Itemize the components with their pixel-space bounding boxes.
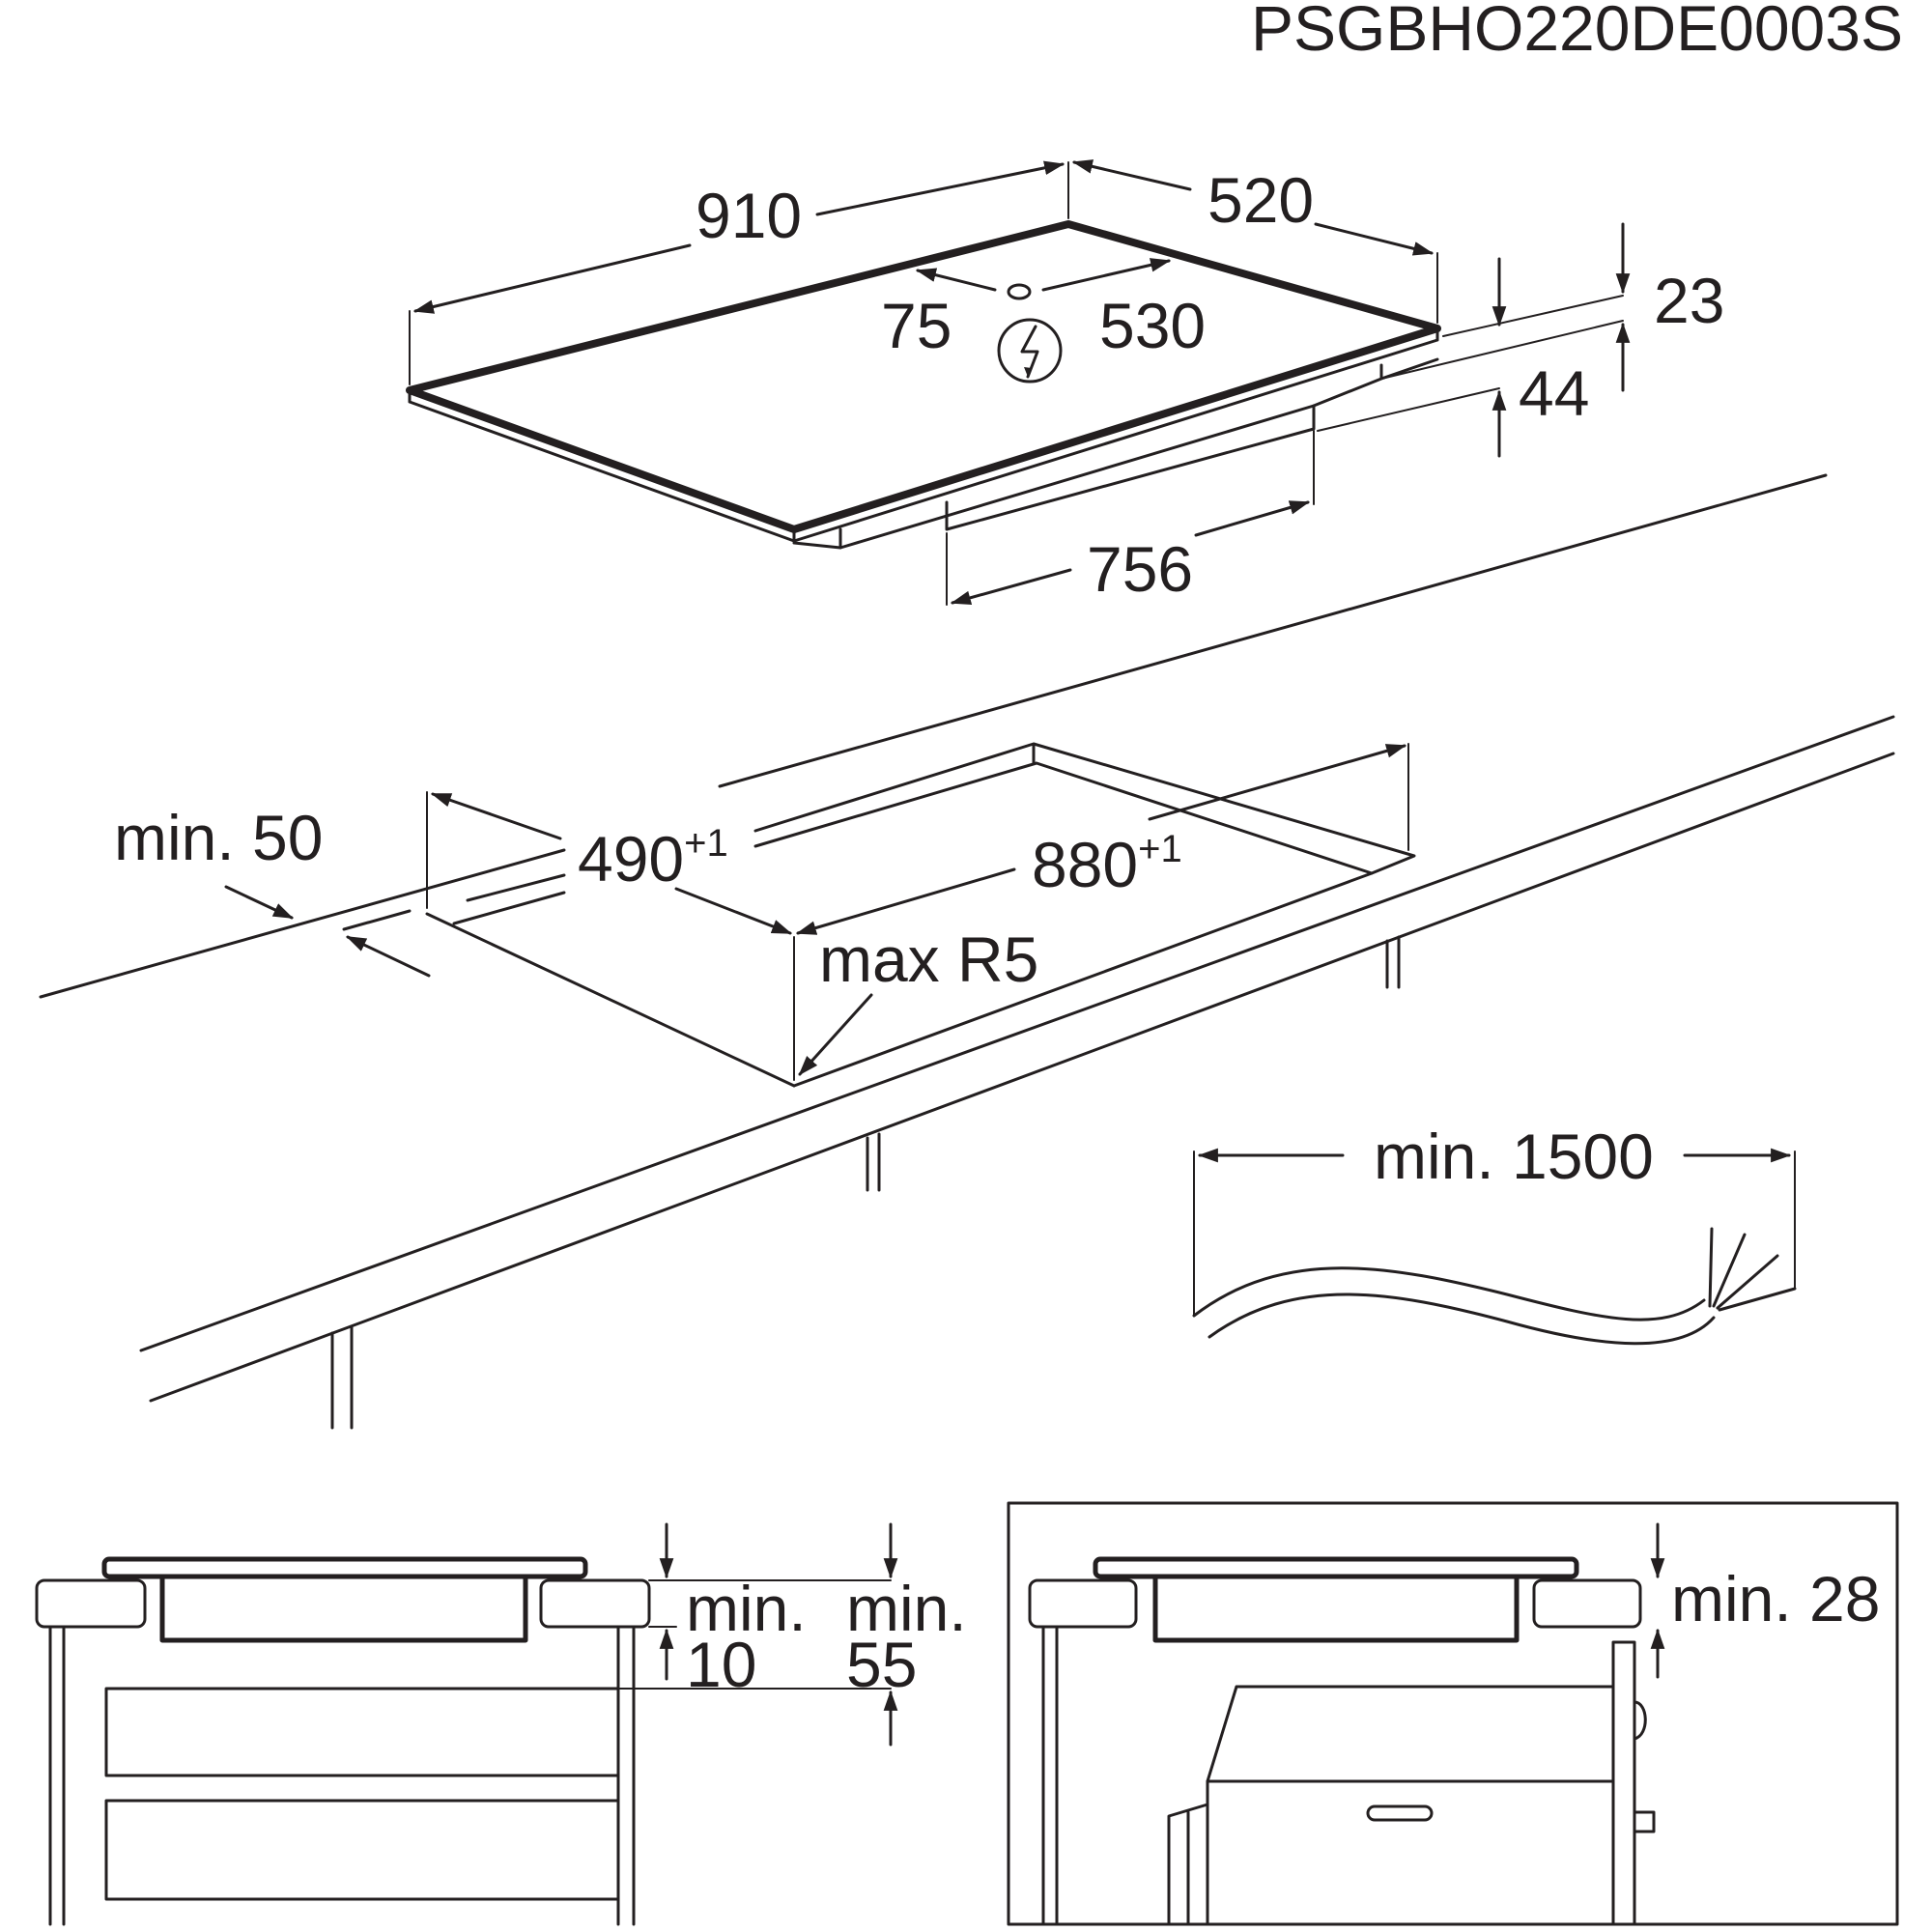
section-a-hob-body [159,1578,528,1643]
section-b-oven-door [1167,1803,1209,1926]
dim-connection-530: 530 [1099,290,1206,361]
worktop-back-edge [718,473,1828,788]
dim-arrow-r5 [798,993,873,1076]
section-b-gap-label: min. 28 [1671,1563,1880,1634]
section-a-worktop-right [539,1578,651,1629]
dim-height-44: 44 [1519,357,1589,429]
cutout-left-edge [425,912,796,1088]
section-a-worktop-left [35,1578,147,1629]
cabinet-leg-right [1385,935,1401,989]
worktop-front-top [139,715,1895,1352]
section-b-cabinet-side [1041,1625,1059,1926]
dim-hob-width: 910 [696,180,802,251]
cable-wires [1708,1227,1797,1312]
worktop-back-edge-left [39,848,566,999]
dim-arrow-530 [1041,258,1172,292]
height-ext-bottom [1317,387,1500,432]
dim-cable-length: min. 1500 [1374,1121,1654,1192]
countertop-drawing: 490+1 880+1 min. 50 max R5 [39,473,1895,1430]
hob-glass-top [406,220,1441,533]
height-ext-mid [1380,320,1624,380]
section-b-worktop-right [1532,1578,1642,1629]
dim-cutout-width: 880+1 [1032,828,1182,900]
worktop-left-edge [342,909,412,931]
section-a-hob-glass [101,1556,588,1579]
section-b-wall-knob-1 [1633,1700,1647,1741]
dim-arrow-880-left [795,867,1016,935]
cabinet-leg-mid [866,1132,881,1192]
dim-connection-75: 75 [881,290,952,361]
hob-glass-edge [408,327,1439,543]
cabinet-leg-left [330,1325,354,1430]
dim-arrow-520-right [1314,222,1435,256]
worktop-front-bottom [149,752,1895,1403]
dim-arrow-880-right [1148,744,1407,821]
section-a-gap1-label: min. [686,1573,807,1644]
section-b-wall-panel [1611,1640,1636,1926]
dim-arrow-520-left [1071,159,1192,191]
section-b-wall-knob-2 [1633,1810,1656,1833]
dim-arrow-910-right [815,160,1065,216]
dim-arrow-min50-a [224,885,294,920]
dim-hob-depth: 520 [1208,164,1314,236]
hob-body [792,357,1439,550]
document-code: PSGBHO220DE0003S [1251,0,1903,64]
section-b-drawing: min. 28 [1007,1501,1899,1926]
height-ext-top [1442,295,1624,337]
section-b-worktop-left [1028,1578,1138,1629]
dim-arrow-75 [915,268,997,292]
section-b-frame [1007,1501,1899,1926]
dim-arrow-490-front [674,887,792,935]
section-b-oven-front [1206,1779,1615,1926]
dim-min-edge: min. 50 [114,802,323,873]
dim-arrow-min50-b [346,935,431,978]
dim-arrow-490-back [431,792,562,840]
hob-drawing: 910 520 75 530 23 44 756 [406,159,1724,606]
section-b-oven-handle [1366,1804,1434,1822]
section-b-hob-body [1152,1578,1520,1643]
section-a-cabinet-side [48,1625,636,1926]
section-a-gap2-label: min. [846,1573,967,1644]
dim-height-23: 23 [1654,265,1724,336]
connection-point [1007,283,1032,300]
cutout-left-depth2 [466,873,566,902]
dim-arrow-756-right [1194,500,1311,537]
cutout-front-edge [792,871,1374,1088]
hob-body-base [838,404,1316,550]
dim-base-width: 756 [1087,533,1193,605]
dim-corner-radius: max R5 [819,923,1038,995]
section-b-oven-top [1206,1685,1615,1783]
dim-cutout-depth: 490+1 [578,822,728,895]
section-a-gap1-value: 10 [686,1629,756,1700]
section-a-gap2-value: 55 [846,1629,917,1700]
section-a-drawing: min. 10 min. 55 [35,1522,967,1926]
cutout-left-depth [452,891,566,925]
dim-arrow-756-left [950,568,1072,606]
section-a-drawers [104,1687,620,1901]
cable-bottom [1208,1293,1716,1346]
cable-drawing: min. 1500 [1192,1121,1797,1346]
electric-connection-icon [997,318,1063,384]
cable-top [1192,1266,1706,1321]
dim-arrow-910-left [412,243,692,314]
section-b-hob-glass [1093,1556,1579,1579]
